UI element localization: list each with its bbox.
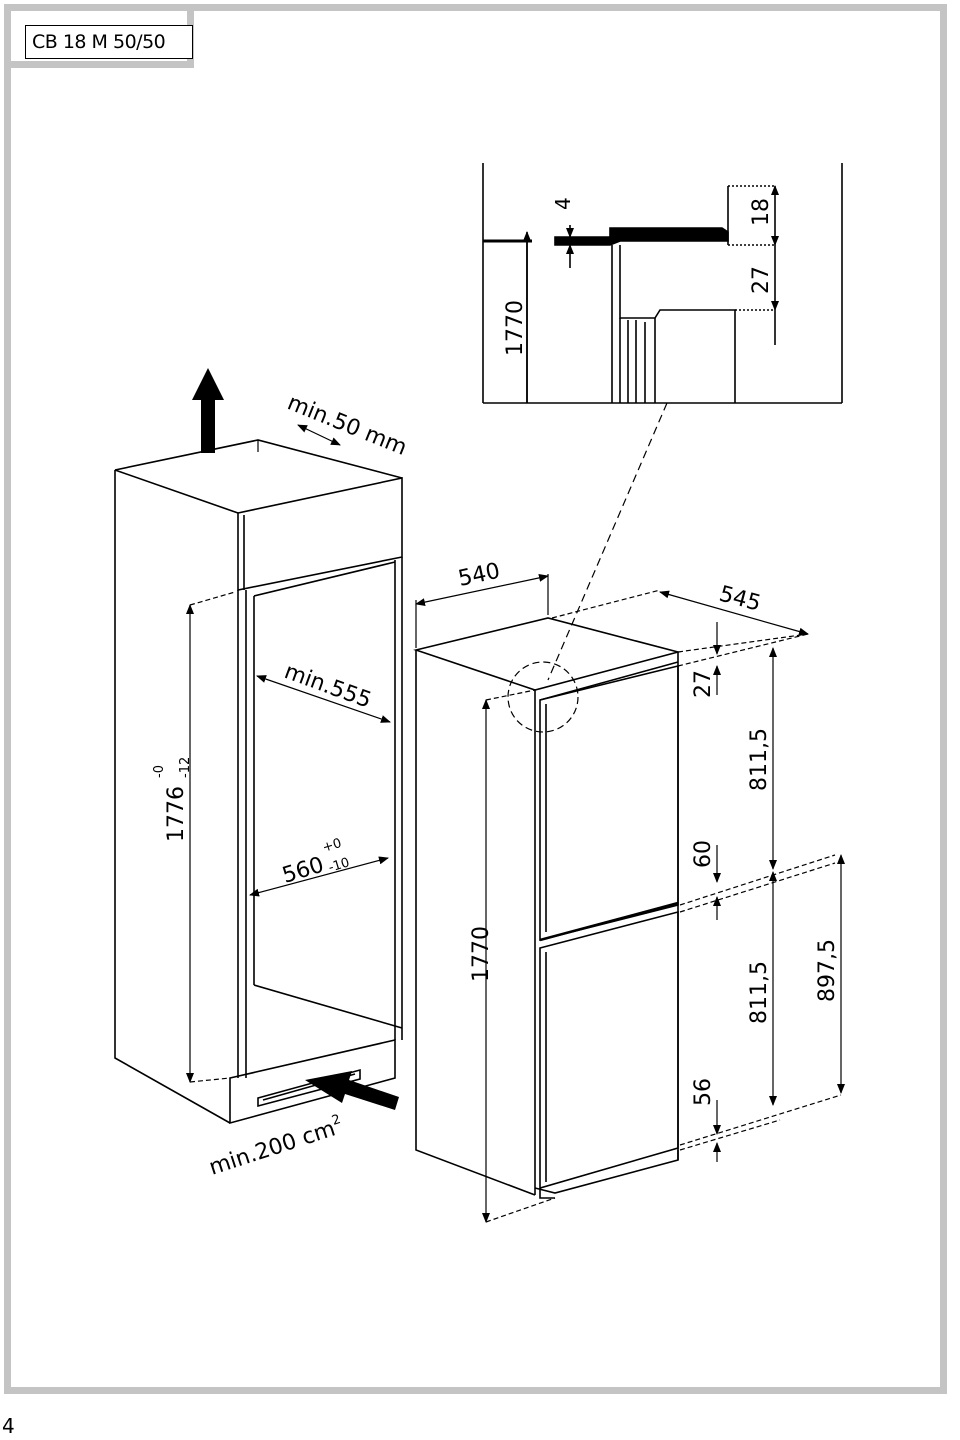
- appliance-top-gap-label: 27: [691, 670, 716, 698]
- appliance-middle-gap-label: 60: [691, 840, 716, 868]
- niche-height-tol-lower: -12: [178, 757, 193, 778]
- appliance-depth-label: 545: [716, 582, 763, 617]
- niche-width-label: 560: [279, 853, 326, 889]
- appliance-lower-door-label: 811,5: [747, 961, 772, 1024]
- appliance-total-door-label: 897,5: [815, 939, 840, 1002]
- page-number: 4: [2, 1414, 15, 1438]
- detail-gap-label: 4: [551, 197, 575, 210]
- niche-depth-label: min.555: [281, 659, 375, 713]
- niche-cabinet: [114, 439, 403, 1125]
- niche-width-tol-lower: -10: [327, 855, 352, 876]
- niche-dims: [186, 424, 391, 1083]
- airflow-up-arrow: [192, 368, 224, 453]
- detail-callout-circle: [507, 661, 579, 733]
- niche-height-label: 1776: [164, 786, 189, 842]
- airflow-in-arrow: [305, 1071, 399, 1110]
- niche-height-tol-upper: -0: [152, 765, 167, 778]
- appliance-upper-door-label: 811,5: [747, 728, 772, 791]
- page-frame: [4, 4, 947, 1394]
- appliance-height-label: 1770: [469, 926, 494, 982]
- detail-upper-label: 18: [749, 198, 774, 226]
- appliance: [413, 617, 682, 1199]
- niche-vent-text: min.200 cm: [206, 1116, 338, 1180]
- detail-inset: [482, 163, 843, 404]
- detail-height-label: 1770: [503, 300, 528, 356]
- detail-callout-line: [547, 402, 668, 681]
- model-box: CB 18 M 50/50: [4, 4, 194, 68]
- niche-clearance-label: min.50 mm: [284, 390, 410, 461]
- detail-lower-label: 27: [749, 266, 774, 294]
- niche-vent-label: min.200 cm2: [206, 1112, 347, 1181]
- niche-width-tol-upper: +0: [321, 836, 344, 856]
- appliance-bottom-gap-label: 56: [691, 1078, 716, 1106]
- appliance-dims: [415, 573, 845, 1223]
- model-label: CB 18 M 50/50: [25, 25, 193, 59]
